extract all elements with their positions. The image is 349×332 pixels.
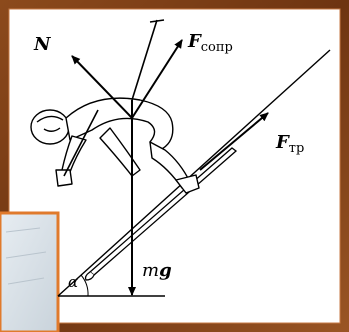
force-vectors: [71, 19, 269, 296]
overlay-panel: [0, 211, 60, 332]
normal-force-vector: [71, 55, 133, 119]
drag-force-label: Fсопр: [187, 31, 233, 55]
drag-force-vector: [131, 39, 183, 119]
pole-top-vector: [131, 19, 158, 101]
friction-force-vector: [199, 112, 269, 171]
incline: [57, 49, 331, 297]
weight-label: mg: [142, 260, 172, 281]
friction-force-label: Fтр: [275, 132, 304, 156]
normal-force-label: N: [33, 34, 52, 55]
angle-label: α: [68, 273, 78, 291]
